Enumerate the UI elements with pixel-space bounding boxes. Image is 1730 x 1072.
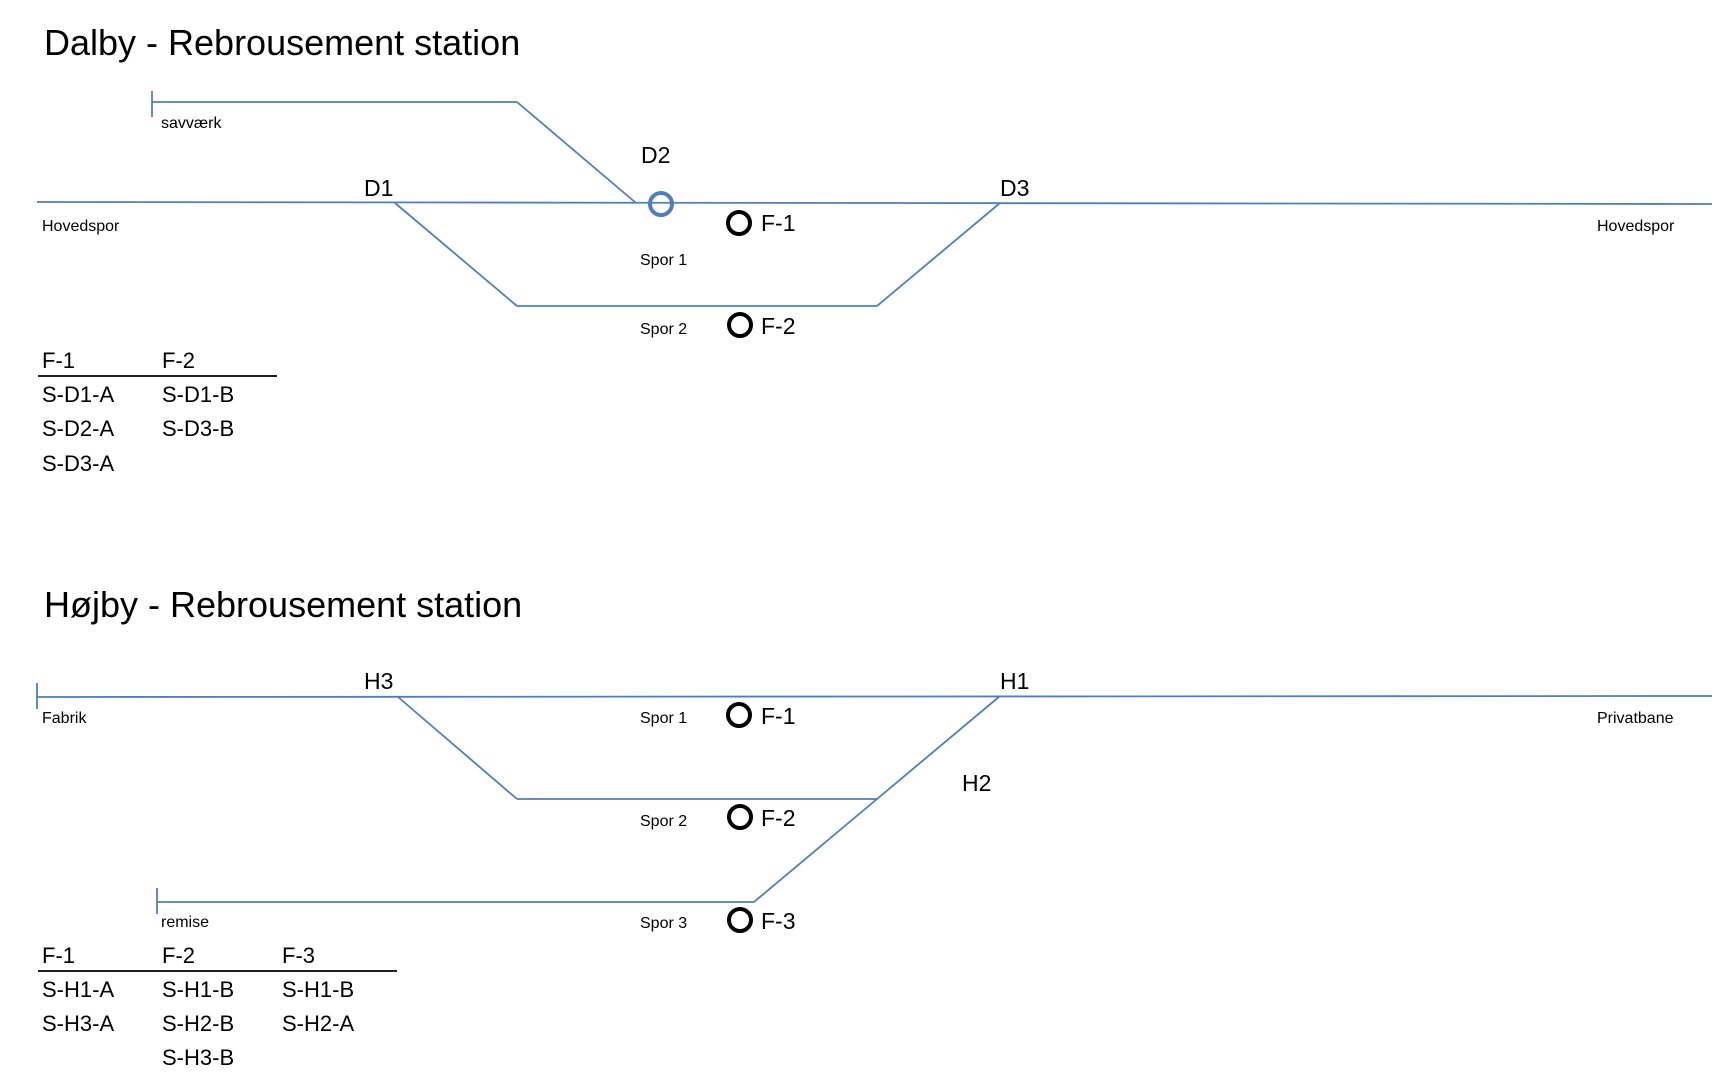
dalby-table-cell: S-D3-A [42, 451, 114, 476]
hojby-spor2-left-leg [397, 696, 518, 800]
dalby-table-header-f2: F-2 [162, 348, 195, 373]
hojby-table-header-f2: F-2 [162, 943, 195, 968]
dalby-signal-f1-icon [726, 210, 752, 236]
hojby-signal-f1-icon [726, 702, 752, 728]
dalby-title: Dalby - Rebrousement station [44, 22, 520, 63]
dalby-table-cell: S-D1-B [162, 382, 234, 407]
dalby-signal-f2-icon [727, 312, 753, 338]
dalby-spor2-left-leg [394, 202, 518, 307]
hojby-table-header-f1: F-1 [42, 943, 75, 968]
hojby-table-cell: S-H2-B [162, 1011, 234, 1036]
hojby-route-table: F-1 F-2 F-3 S-H1-A S-H3-A S-H1-B S-H2-B … [38, 943, 397, 1070]
dalby-station: Dalby - Rebrousement station D1 D2 D3 Ho… [36, 22, 1713, 476]
hojby-table-cell: S-H2-A [282, 1011, 354, 1036]
hojby-table-cell: S-H1-B [162, 977, 234, 1002]
hojby-signal-f3-label: F-3 [761, 908, 796, 934]
hojby-title: Højby - Rebrousement station [44, 584, 522, 625]
dalby-siding-switch-leg [516, 101, 637, 204]
dalby-tracks [36, 91, 1713, 307]
hojby-tracks [36, 683, 1713, 914]
hojby-label-spor3: Spor 3 [640, 915, 687, 932]
dalby-label-right: Hovedspor [1597, 218, 1675, 235]
hojby-label-spor2: Spor 2 [640, 813, 687, 830]
dalby-table-cell: S-D3-B [162, 416, 234, 441]
hojby-signal-f1-label: F-1 [761, 703, 796, 729]
dalby-spor2-right-leg [876, 202, 1001, 307]
hojby-label-spor1: Spor 1 [640, 710, 687, 727]
dalby-switch-d1: D1 [364, 175, 393, 201]
hojby-label-left: Fabrik [42, 710, 87, 727]
dalby-label-siding: savværk [161, 115, 222, 132]
dalby-table-header-f1: F-1 [42, 348, 75, 373]
dalby-switch-d3: D3 [1000, 175, 1029, 201]
hojby-signal-f3-icon [727, 907, 753, 933]
hojby-table-header-f3: F-3 [282, 943, 315, 968]
hojby-main-track [36, 695, 1713, 698]
dalby-label-spor1: Spor 1 [640, 252, 687, 269]
hojby-table-cell: S-H3-A [42, 1011, 114, 1036]
hojby-signal-f2-icon [727, 804, 753, 830]
dalby-main-track [36, 201, 1713, 205]
hojby-switch-h3: H3 [364, 668, 393, 694]
dalby-table-cell: S-D1-A [42, 382, 114, 407]
dalby-table-cell: S-D2-A [42, 416, 114, 441]
dalby-label-left: Hovedspor [42, 218, 120, 235]
dalby-signal-f1-label: F-1 [761, 210, 796, 236]
dalby-switch-d2-marker [648, 191, 674, 217]
hojby-table-cell: S-H1-B [282, 977, 354, 1002]
hojby-label-right: Privatbane [1597, 710, 1674, 727]
hojby-switch-h2: H2 [962, 770, 991, 796]
hojby-table-cell: S-H1-A [42, 977, 114, 1002]
hojby-table-cell: S-H3-B [162, 1045, 234, 1070]
hojby-station: Højby - Rebrousement station H3 H1 H2 Fa… [36, 584, 1713, 1070]
hojby-signal-f2-label: F-2 [761, 805, 796, 831]
dalby-signal-f2-label: F-2 [761, 313, 796, 339]
dalby-switch-d2: D2 [641, 142, 670, 168]
hojby-label-siding: remise [161, 914, 209, 931]
dalby-label-spor2: Spor 2 [640, 321, 687, 338]
dalby-route-table: F-1 F-2 S-D1-A S-D2-A S-D3-A S-D1-B S-D3… [38, 348, 277, 476]
hojby-switch-h1: H1 [1000, 668, 1029, 694]
hojby-h1-h2-diagonal [753, 695, 1001, 903]
